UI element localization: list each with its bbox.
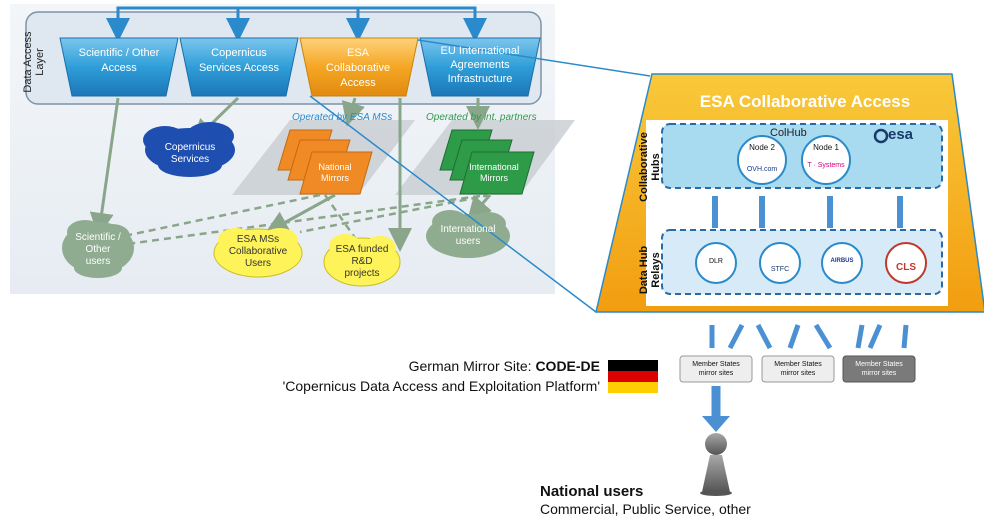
international-mirrors-label: International Mirrors xyxy=(469,162,519,183)
colhub-label: ColHub xyxy=(770,127,807,139)
relay-stfc-label: STFC xyxy=(770,266,790,273)
german-mirror-prefix: German Mirror Site: xyxy=(408,358,536,374)
node2-brand: OVH.com xyxy=(746,166,778,173)
relay-cls-circle xyxy=(885,242,927,284)
mirror-site-2-label: Member States mirror sites xyxy=(774,361,822,377)
intl-users-cloud xyxy=(426,210,510,258)
node1-circle xyxy=(801,135,851,185)
data-hub-relays-label: Data Hub Relays xyxy=(638,245,662,295)
national-mirrors-label: National Mirrors xyxy=(318,162,352,183)
german-mirror-platform: 'Copernicus Data Access and Exploitation… xyxy=(282,378,600,394)
copernicus-access-label: Copernicus Services Access xyxy=(198,47,280,74)
relays-box xyxy=(661,229,943,295)
intl-users-label: International users xyxy=(440,224,496,247)
copernicus-access-box xyxy=(179,37,299,97)
collab-hubs-label: Collaborative Hubs xyxy=(638,132,662,202)
copernicus-services-cloud xyxy=(143,122,235,177)
copernicus-services-label: Copernicus Services xyxy=(164,142,216,165)
relay-dlr-label: DLR xyxy=(708,258,723,265)
german-mirror-line: German Mirror Site: CODE-DE xyxy=(300,358,600,374)
operated-partners-label: Operated by int. partners xyxy=(426,112,537,123)
connector-sci xyxy=(89,97,120,237)
esa-collab-title: ESA Collaborative Access xyxy=(699,92,911,111)
esa-ms-users-label: ESA MSs Collaborative Users xyxy=(228,234,288,269)
scientific-access-label: Scientific / Other Access xyxy=(78,47,160,74)
relay-dlr-circle xyxy=(695,242,737,284)
german-mirror-name: CODE-DE xyxy=(535,358,600,374)
mirror-site-3 xyxy=(842,355,916,383)
zoom-line-bottom xyxy=(309,95,597,313)
relay-airbus-label: AIRBUS xyxy=(830,258,854,264)
mirror-site-1-label: Member States mirror sites xyxy=(692,361,740,377)
rnd-projects-label: ESA funded R&D projects xyxy=(335,244,389,279)
esa-collab-access-box xyxy=(299,37,419,97)
relay-cls-label: CLS xyxy=(896,262,916,273)
eu-intl-access-label: EU International Agreements Infrastructu… xyxy=(440,45,520,85)
rnd-projects-cloud xyxy=(323,234,401,287)
intl-mirror-front xyxy=(459,151,535,195)
national-mirror-front xyxy=(299,151,373,195)
eu-intl-access-box xyxy=(419,37,541,97)
scientific-users-label: Scientific / Other users xyxy=(75,232,121,267)
mirror-site-3-label: Member States mirror sites xyxy=(855,361,903,377)
national-users-subtitle: Commercial, Public Service, other xyxy=(540,501,751,517)
national-users-title: National users xyxy=(540,483,644,500)
operated-esa-label: Operated by ESA MSs xyxy=(292,112,393,123)
mirror-site-1 xyxy=(679,355,753,383)
esa-ms-users-cloud xyxy=(213,228,303,278)
mirror-site-2 xyxy=(761,355,835,383)
node1-brand: T · Systems xyxy=(807,162,845,169)
node2-title: Node 2 xyxy=(749,143,775,152)
scientific-access-box xyxy=(59,37,179,97)
esa-logo-text: esa xyxy=(888,126,914,143)
node2-circle xyxy=(737,135,787,185)
relay-airbus-circle xyxy=(821,242,863,284)
relay-stfc-circle xyxy=(759,242,801,284)
german-flag-icon xyxy=(608,360,658,393)
esa-collab-access-label: ESA Collaborative Access xyxy=(325,47,391,89)
data-access-layer-label: Data Access Layer xyxy=(22,31,46,93)
zoom-line-top xyxy=(417,39,651,77)
node1-title: Node 1 xyxy=(813,143,839,152)
user-icon xyxy=(700,433,732,496)
scientific-users-cloud xyxy=(62,220,134,278)
esa-logo-icon xyxy=(873,128,889,144)
